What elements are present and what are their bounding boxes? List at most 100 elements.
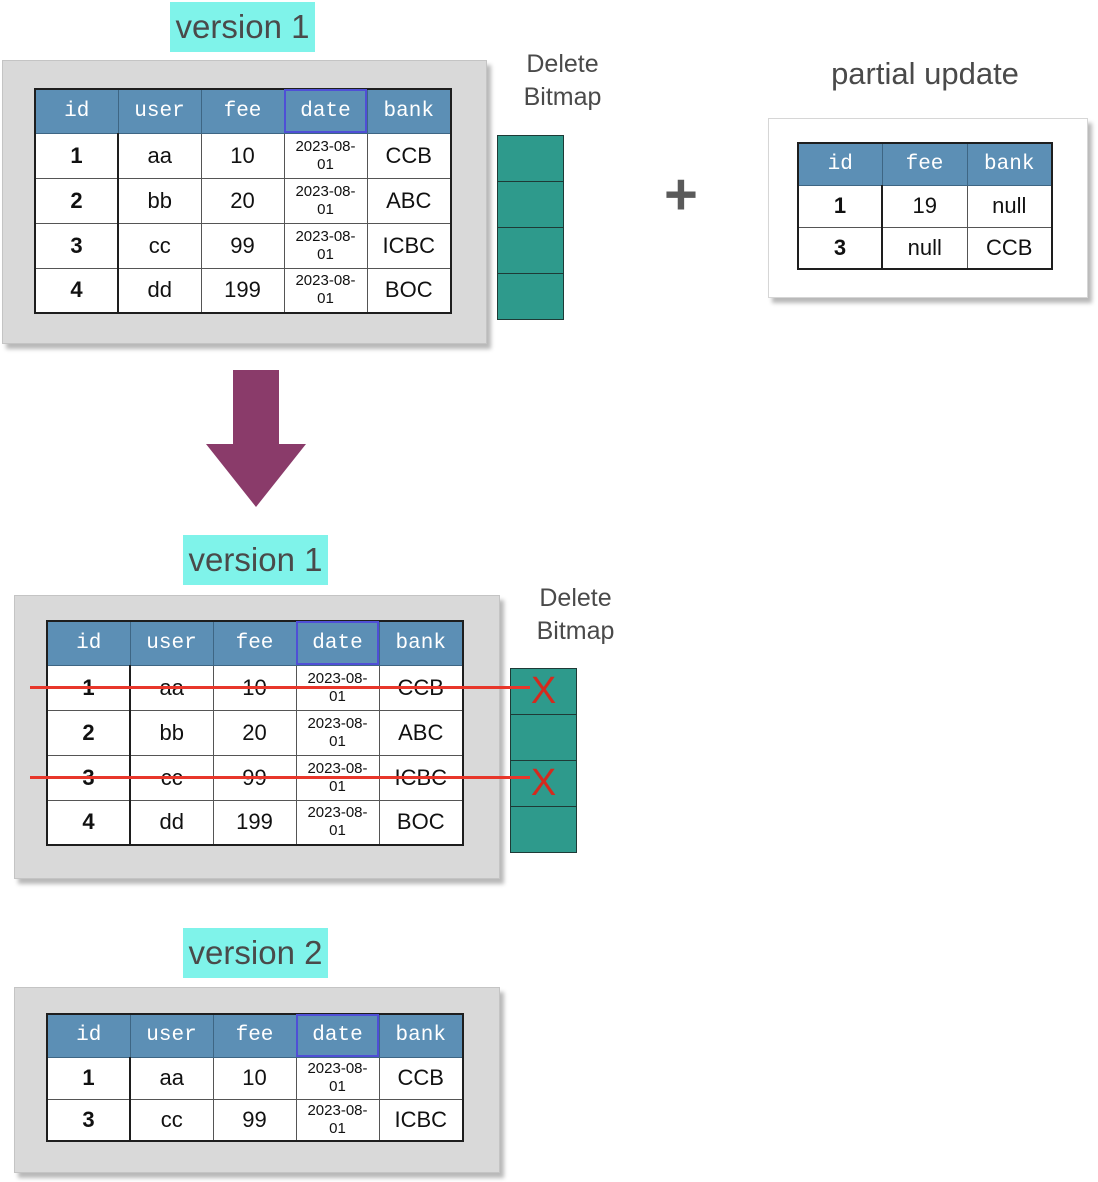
cell-id: 3 <box>34 222 119 269</box>
bitmap-cell: X <box>511 761 576 807</box>
column-header-date: date <box>295 620 380 666</box>
cell-id: 2 <box>34 177 119 224</box>
column-header-fee: fee <box>212 620 297 666</box>
cell-fee: 99 <box>200 222 285 269</box>
cell-fee: 10 <box>212 1056 297 1100</box>
column-header-bank: bank <box>378 1013 464 1058</box>
column-header-id: id <box>46 620 131 666</box>
cell-bank: ICBC <box>378 754 464 801</box>
cell-date: 2023-08- 01 <box>283 177 368 224</box>
cell-date: 2023-08- 01 <box>295 1098 380 1142</box>
column-header-user: user <box>129 620 214 666</box>
cell-bank: CCB <box>378 664 464 711</box>
cell-bank: CCB <box>366 132 452 179</box>
cell-id: 1 <box>46 664 131 711</box>
cell-bank: ICBC <box>366 222 452 269</box>
column-header-date: date <box>283 88 368 134</box>
cell-fee: null <box>881 226 968 270</box>
deleted-mark-icon: X <box>530 761 557 804</box>
cell-date: 2023-08- 01 <box>295 709 380 756</box>
version2-label: version 2 <box>183 928 328 978</box>
cell-bank: ABC <box>366 177 452 224</box>
cell-id: 1 <box>34 132 119 179</box>
partial-update-title: partial update <box>831 56 1019 91</box>
cell-id: 4 <box>46 799 131 846</box>
bitmap-cell: X <box>511 669 576 715</box>
column-header-bank: bank <box>378 620 464 666</box>
delete-bitmap-bottom-label: Delete Bitmap <box>536 584 615 645</box>
column-header-date: date <box>295 1013 380 1058</box>
cell-fee: 99 <box>212 754 297 801</box>
cell-user: dd <box>117 267 202 314</box>
cell-date: 2023-08- 01 <box>283 132 368 179</box>
cell-date: 2023-08- 01 <box>283 222 368 269</box>
cell-bank: CCB <box>966 226 1053 270</box>
cell-fee: 10 <box>200 132 285 179</box>
cell-id: 3 <box>46 1098 131 1142</box>
cell-bank: null <box>966 184 1053 228</box>
cell-date: 2023-08- 01 <box>295 799 380 846</box>
cell-user: dd <box>129 799 214 846</box>
cell-bank: BOC <box>378 799 464 846</box>
cell-id: 1 <box>46 1056 131 1100</box>
cell-bank: ABC <box>378 709 464 756</box>
column-header-fee: fee <box>200 88 285 134</box>
bitmap-cell <box>511 715 576 761</box>
column-header-bank: bank <box>966 142 1053 186</box>
cell-bank: CCB <box>378 1056 464 1100</box>
cell-user: aa <box>117 132 202 179</box>
cell-user: cc <box>129 1098 214 1142</box>
deleted-mark-icon: X <box>530 669 557 712</box>
cell-date: 2023-08- 01 <box>295 1056 380 1100</box>
column-header-bank: bank <box>366 88 452 134</box>
bitmap-cell <box>511 807 576 852</box>
cell-user: aa <box>129 1056 214 1100</box>
bitmap-cell <box>498 136 563 182</box>
down-arrow-icon <box>206 370 306 507</box>
cell-date: 2023-08- 01 <box>295 664 380 711</box>
cell-user: cc <box>129 754 214 801</box>
cell-bank: BOC <box>366 267 452 314</box>
cell-id: 3 <box>46 754 131 801</box>
bitmap-cell <box>498 228 563 274</box>
cell-date: 2023-08- 01 <box>295 754 380 801</box>
cell-fee: 10 <box>212 664 297 711</box>
version1-top-label: version 1 <box>170 2 315 52</box>
bitmap-cell <box>498 182 563 228</box>
column-header-id: id <box>797 142 883 186</box>
bitmap-cell <box>498 274 563 319</box>
column-header-fee: fee <box>881 142 968 186</box>
cell-user: cc <box>117 222 202 269</box>
plus-icon: + <box>664 162 698 227</box>
version1-bottom-label: version 1 <box>183 535 328 585</box>
cell-fee: 99 <box>212 1098 297 1142</box>
column-header-id: id <box>34 88 119 134</box>
cell-fee: 20 <box>200 177 285 224</box>
cell-fee: 199 <box>212 799 297 846</box>
cell-date: 2023-08- 01 <box>283 267 368 314</box>
cell-user: bb <box>117 177 202 224</box>
column-header-fee: fee <box>212 1013 297 1058</box>
delete-bitmap-top-label: Delete Bitmap <box>523 50 602 111</box>
cell-fee: 199 <box>200 267 285 314</box>
cell-id: 2 <box>46 709 131 756</box>
cell-id: 1 <box>797 184 883 228</box>
column-header-user: user <box>117 88 202 134</box>
cell-fee: 20 <box>212 709 297 756</box>
